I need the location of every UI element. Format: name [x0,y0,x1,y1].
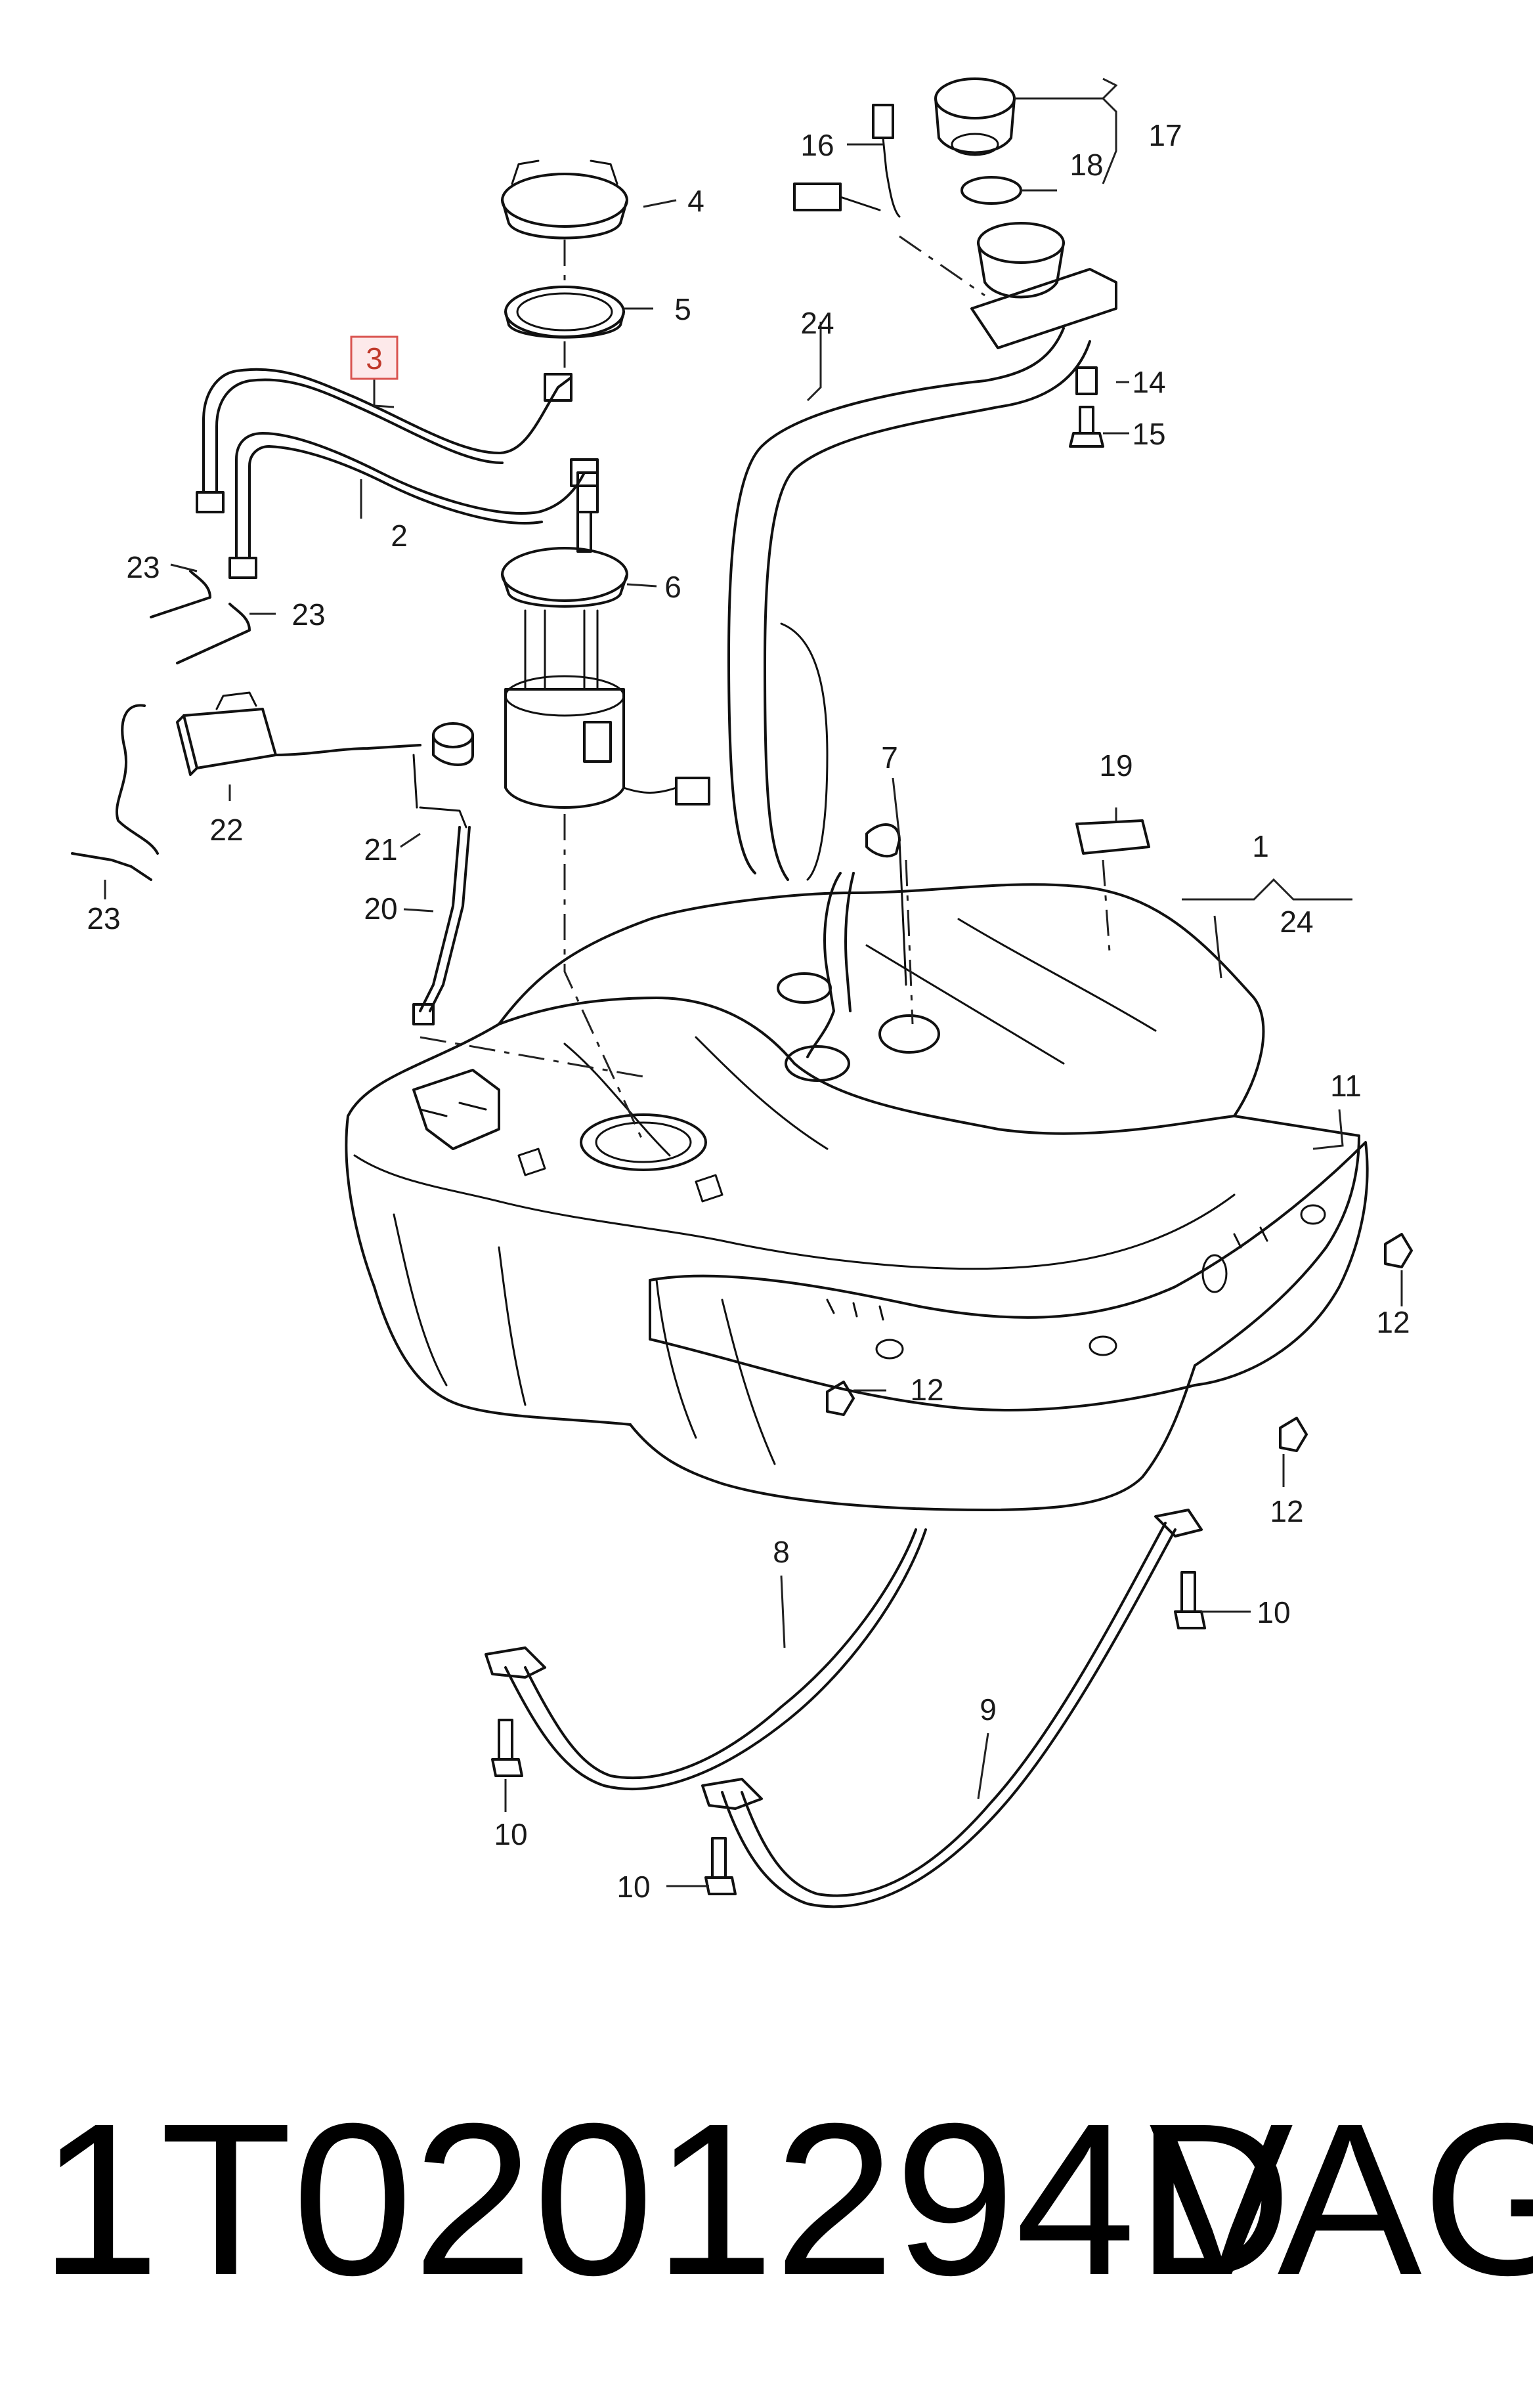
callout-labels: 3 1 24 2 4 5 6 7 8 9 10 10 10 11 12 12 1… [87,118,1410,1904]
callout-7[interactable]: 7 [881,741,898,775]
fuel-lines-drawing [150,368,599,664]
callout-18[interactable]: 18 [1069,148,1103,182]
callout-16[interactable]: 16 [800,128,834,162]
callout-19[interactable]: 19 [1099,748,1133,783]
tank-straps-drawing [485,1509,1203,1908]
label-plate-drawing [1075,819,1150,855]
callout-23b[interactable]: 23 [291,597,325,632]
callout-6[interactable]: 6 [664,570,681,604]
callout-8[interactable]: 8 [773,1535,790,1569]
fuel-tank-drawing [345,883,1360,1511]
callout-21[interactable]: 21 [364,832,397,867]
locking-ring-drawing [501,160,628,339]
fuel-filter-drawing [71,691,474,881]
callout-23c[interactable]: 23 [87,901,120,935]
bolts-drawing [491,1571,1206,1895]
brand-name: VAG [1149,2078,1533,2320]
callout-24-top[interactable]: 24 [800,306,834,340]
callout-10a[interactable]: 10 [1257,1595,1290,1629]
callout-1[interactable]: 1 [1252,829,1269,863]
callout-12c[interactable]: 12 [1270,1494,1303,1528]
callout-20[interactable]: 20 [364,892,397,926]
callout-10b[interactable]: 10 [494,1817,527,1851]
callout-4[interactable]: 4 [687,184,704,218]
callout-24[interactable]: 24 [1280,905,1313,939]
callout-22[interactable]: 22 [209,813,243,847]
highlight-box [350,335,399,380]
callout-11[interactable]: 11 [1330,1069,1362,1103]
fuel-pump-module-drawing [501,471,710,809]
callout-17[interactable]: 17 [1148,118,1182,152]
heat-shield-drawing [649,1141,1369,1412]
callout-9[interactable]: 9 [980,1692,997,1727]
callout-12a[interactable]: 12 [1376,1305,1410,1339]
grommets-drawing [826,1233,1413,1452]
part-number: 1T0201294D [39,2078,1293,2320]
callout-3[interactable]: 3 [366,341,383,376]
assembly-center-lines [420,240,1111,1143]
vent-valve-drawing [806,823,907,1058]
callout-23a[interactable]: 23 [126,550,160,584]
callout-2[interactable]: 2 [391,519,408,553]
callout-14[interactable]: 14 [1132,365,1165,399]
sensor-rod-drawing [412,754,471,1025]
callout-5[interactable]: 5 [674,292,691,326]
leader-lines [104,77,1403,1887]
callout-10c[interactable]: 10 [616,1870,650,1904]
callout-12b[interactable]: 12 [910,1373,943,1407]
part-caption: 1T0201294D VAG [39,2075,1533,2324]
callout-15[interactable]: 15 [1132,417,1165,451]
filler-pipe-drawing [727,77,1117,881]
